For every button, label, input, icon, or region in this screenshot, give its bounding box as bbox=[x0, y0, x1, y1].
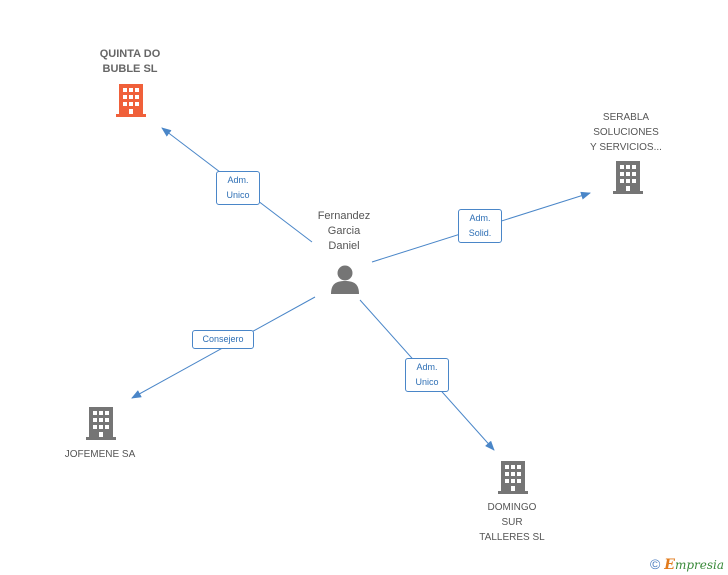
building-icon-domingo[interactable] bbox=[498, 461, 528, 494]
brand-name: mpresia bbox=[674, 558, 724, 572]
relation-text: Unico bbox=[226, 190, 250, 200]
relation-text: Adm. bbox=[469, 213, 491, 223]
relation-text: Consejero bbox=[202, 334, 244, 344]
relation-badge-jofemene[interactable]: Consejero bbox=[192, 330, 254, 349]
building-icon-quinta[interactable] bbox=[116, 84, 146, 117]
company-name-line: DOMINGO bbox=[487, 502, 537, 513]
relation-badge-serabla[interactable]: Adm. Solid. bbox=[458, 209, 502, 243]
building-icon-serabla[interactable] bbox=[613, 161, 643, 194]
person-icon[interactable] bbox=[331, 265, 359, 295]
relation-text: Adm. bbox=[416, 362, 438, 372]
company-label-domingo[interactable]: DOMINGO SUR TALLERES SL bbox=[464, 500, 560, 545]
relation-badge-domingo[interactable]: Adm. Unico bbox=[405, 358, 449, 392]
person-name-line: Garcia bbox=[327, 225, 361, 237]
company-name-line: BUBLE SL bbox=[102, 63, 158, 75]
company-name-line: JOFEMENE SA bbox=[64, 449, 136, 460]
person-name-line: Fernandez bbox=[317, 210, 371, 222]
person-name-line: Daniel bbox=[328, 240, 360, 252]
company-name-line: Y SERVICIOS... bbox=[590, 142, 662, 153]
company-label-quinta[interactable]: QUINTA DO BUBLE SL bbox=[84, 47, 176, 77]
company-label-serabla[interactable]: SERABLA SOLUCIONES Y SERVICIOS... bbox=[578, 110, 674, 155]
company-name-line: SERABLA bbox=[602, 112, 650, 123]
relation-text: Unico bbox=[415, 377, 439, 387]
brand-initial: E bbox=[664, 557, 675, 573]
relation-text: Solid. bbox=[468, 228, 492, 238]
empresia-brand[interactable]: ©Empresia bbox=[650, 556, 724, 573]
company-name-line: QUINTA DO bbox=[99, 48, 161, 60]
company-label-jofemene[interactable]: JOFEMENE SA bbox=[52, 447, 148, 462]
person-label[interactable]: Fernandez Garcia Daniel bbox=[300, 209, 388, 254]
company-name-line: SUR bbox=[501, 517, 523, 528]
building-icon-jofemene[interactable] bbox=[86, 407, 116, 440]
relation-badge-quinta[interactable]: Adm. Unico bbox=[216, 171, 260, 205]
copyright-icon: © bbox=[649, 556, 661, 572]
company-name-line: TALLERES SL bbox=[479, 532, 545, 543]
relation-text: Adm. bbox=[227, 175, 249, 185]
company-name-line: SOLUCIONES bbox=[593, 127, 659, 138]
